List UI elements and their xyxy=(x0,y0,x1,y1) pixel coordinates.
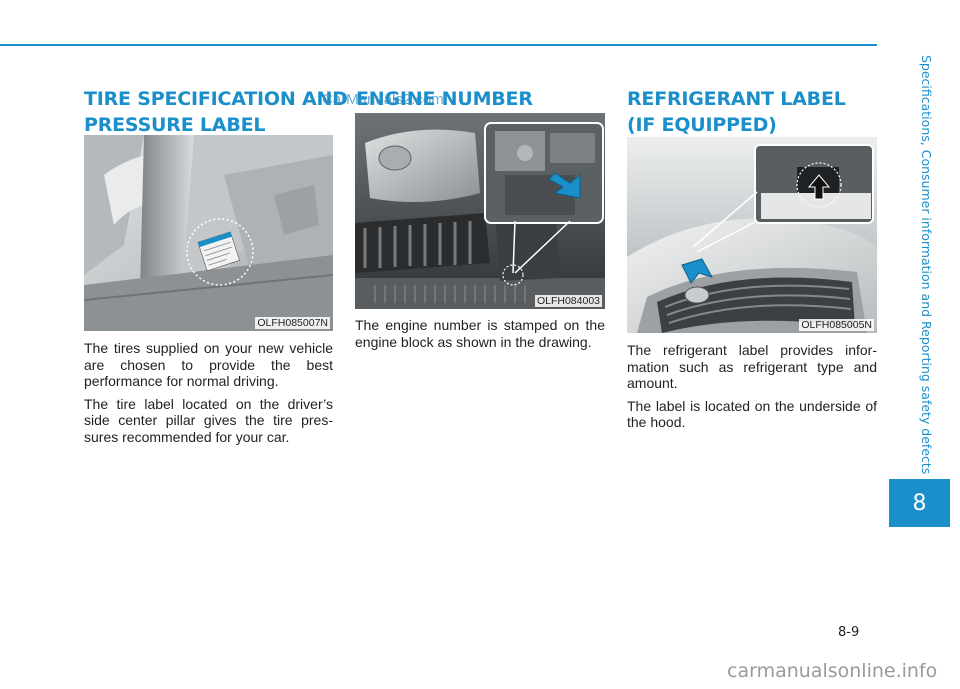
tire-label-sticker xyxy=(197,231,240,272)
paragraph: The label is located on the underside of… xyxy=(627,397,877,431)
title-line: (IF EQUIPPED) xyxy=(627,114,777,136)
paragraph: The tire label located on the driver’s s… xyxy=(84,395,333,445)
refrigerant-label-text: The refrigerant label provides infor­mat… xyxy=(627,342,877,437)
header-rule xyxy=(0,44,877,46)
title-line: PRESSURE LABEL xyxy=(84,114,266,136)
figure-code: OLFH085007N xyxy=(255,317,330,329)
tire-label-text: The tires supplied on your new vehi­cle … xyxy=(84,340,333,451)
paragraph: The refrigerant label provides infor­mat… xyxy=(627,342,877,391)
title-line: REFRIGERANT LABEL xyxy=(627,88,846,110)
section-title-refrigerant-label: REFRIGERANT LABEL (IF EQUIPPED) xyxy=(627,86,846,138)
engine-bay-illustration xyxy=(355,113,605,309)
page-number: 8-9 xyxy=(838,625,860,640)
watermark-bottom: carmanualsonline.info xyxy=(727,660,938,682)
refrigerant-label-figure: OLFH085005N xyxy=(627,137,877,333)
door-pillar-illustration xyxy=(84,135,333,331)
engine-number-text: The engine number is stamped on the engi… xyxy=(355,317,605,356)
tire-label-figure: OLFH085007N xyxy=(84,135,333,331)
arrow-icon xyxy=(681,258,714,284)
chapter-number-tab: 8 xyxy=(889,479,950,527)
car-hood-illustration xyxy=(627,137,877,333)
arrow-icon xyxy=(548,172,581,199)
section-title-engine-number: ENGINE NUMBER xyxy=(356,86,533,112)
watermark-top: CarManuals2.com xyxy=(322,91,444,108)
chapter-side-label: Specifications, Consumer information and… xyxy=(919,55,934,475)
figure-code: OLFH085005N xyxy=(799,319,874,331)
title-line: TIRE SPECIFICATION AND xyxy=(84,88,348,110)
paragraph: The engine number is stamped on the engi… xyxy=(355,317,605,350)
title-line: ENGINE NUMBER xyxy=(356,88,533,110)
paragraph: The tires supplied on your new vehi­cle … xyxy=(84,340,333,389)
figure-code: OLFH084003 xyxy=(534,295,602,307)
arrow-up-icon xyxy=(807,174,831,200)
engine-number-figure: OLFH084003 xyxy=(355,113,605,309)
section-title-tire-label: TIRE SPECIFICATION AND PRESSURE LABEL xyxy=(84,86,348,138)
